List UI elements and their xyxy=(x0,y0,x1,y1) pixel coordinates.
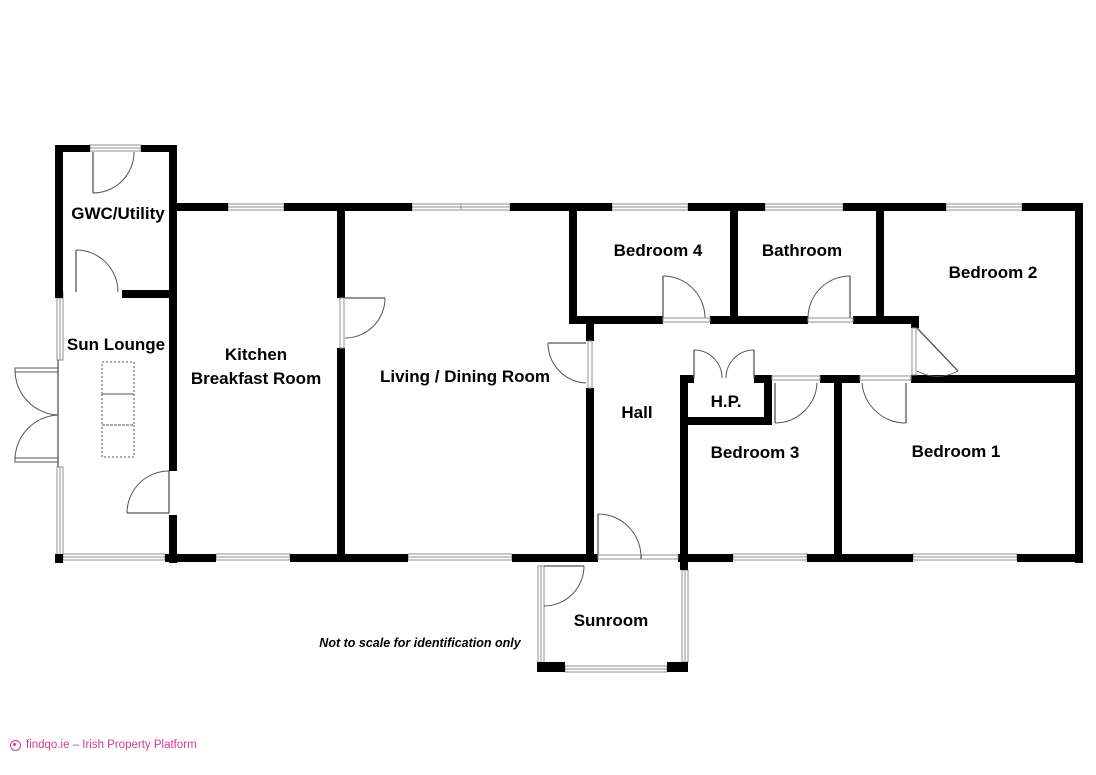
walls xyxy=(55,145,1083,672)
door-living-hall xyxy=(547,340,593,389)
label-sun-lounge: Sun Lounge xyxy=(67,335,165,354)
label-living-dining: Living / Dining Room xyxy=(380,367,550,386)
label-bedroom-1: Bedroom 1 xyxy=(912,442,1001,461)
window-gwc-top xyxy=(89,144,142,152)
window-living-top xyxy=(411,203,511,211)
window-kitchen-bottom xyxy=(215,553,291,561)
doors xyxy=(14,151,959,607)
window-kitchen-top xyxy=(227,203,285,211)
label-bathroom: Bathroom xyxy=(762,241,842,260)
room-labels: GWC/Utility Sun Lounge Kitchen Breakfast… xyxy=(67,204,1038,630)
label-bedroom-3: Bedroom 3 xyxy=(711,443,800,462)
window-bathroom-top xyxy=(764,203,844,211)
window-bedroom4-top xyxy=(611,203,689,211)
door-bathroom xyxy=(807,275,854,323)
scale-note: Not to scale for identification only xyxy=(319,636,521,650)
window-sunroom-right xyxy=(681,569,689,663)
label-kitchen: Kitchen xyxy=(225,345,287,364)
door-kitchen-sunlounge xyxy=(126,470,170,514)
window-sunroom-bottom xyxy=(564,665,668,673)
window-bedroom3-bottom xyxy=(732,553,808,561)
label-bedroom-2: Bedroom 2 xyxy=(949,263,1038,282)
window-bedroom1-bottom xyxy=(912,553,1018,561)
label-sunroom: Sunroom xyxy=(574,611,649,630)
door-sunroom-external xyxy=(543,565,585,607)
watermark-text: findqo.ie – Irish Property Platform xyxy=(26,739,197,751)
door-gwc-external xyxy=(92,151,135,194)
door-hall-sunroom xyxy=(597,513,679,560)
label-bedroom-4: Bedroom 4 xyxy=(614,241,703,260)
door-gwc-internal xyxy=(75,249,119,293)
door-hp-double xyxy=(693,349,755,379)
door-bedroom1 xyxy=(859,375,912,424)
door-sunlounge-french xyxy=(14,360,59,467)
location-pin-icon xyxy=(10,739,21,751)
window-bedroom2-top xyxy=(945,203,1023,211)
watermark: findqo.ie – Irish Property Platform xyxy=(10,739,197,751)
window-sunlounge-bottom xyxy=(62,553,166,561)
label-breakfast-room: Breakfast Room xyxy=(191,369,321,388)
door-kitchen-living xyxy=(339,297,386,349)
window-sunlounge-left-b xyxy=(56,466,64,558)
door-bedroom3 xyxy=(771,375,821,424)
window-living-bottom xyxy=(407,553,513,561)
label-hall: Hall xyxy=(621,403,652,422)
label-gwc-utility: GWC/Utility xyxy=(71,204,165,223)
window-sunlounge-left-a xyxy=(56,297,64,361)
steps-sun-lounge xyxy=(101,361,135,458)
door-bedroom2 xyxy=(911,327,959,377)
label-hp: H.P. xyxy=(711,392,742,411)
door-bedroom4 xyxy=(662,275,711,323)
window-sunroom-left xyxy=(537,565,545,669)
